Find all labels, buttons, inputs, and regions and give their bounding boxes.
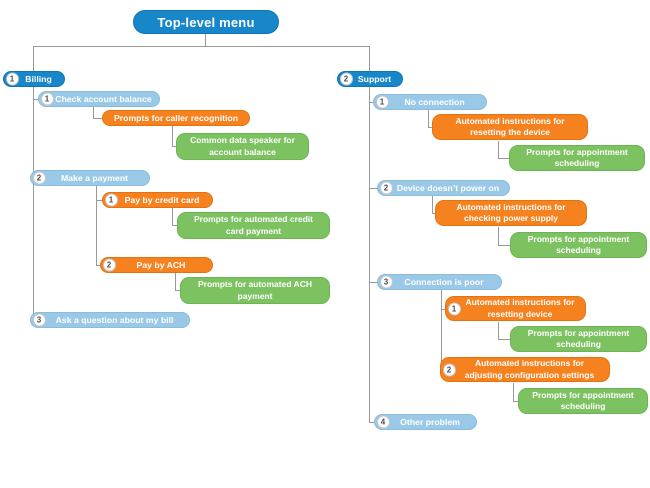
- node-prompts-appointment-2-label: Prompts for appointment scheduling: [527, 233, 630, 255]
- node-auto-adjusting-configuration-label: Automated instructions for adjusting con…: [464, 358, 595, 380]
- node-auto-adjusting-configuration[interactable]: 2 Automated instructions for adjusting c…: [440, 357, 610, 382]
- node-auto-resetting-device-label: Automated instructions for resetting dev…: [465, 297, 575, 319]
- node-prompts-caller-recognition[interactable]: Prompts for caller recognition: [102, 110, 250, 126]
- node-pay-by-credit-card-label: Pay by credit card: [124, 195, 200, 205]
- connector-line: [498, 322, 499, 339]
- connector-line: [369, 87, 370, 422]
- node-auto-resetting-device-badge: 1: [447, 302, 461, 315]
- node-prompts-ach-payment[interactable]: Prompts for automated ACH payment: [180, 277, 330, 304]
- connector-line: [33, 99, 40, 100]
- node-connection-is-poor-label: Connection is poor: [404, 277, 484, 287]
- node-pay-by-ach-label: Pay by ACH: [136, 260, 186, 270]
- node-prompts-appointment-3[interactable]: Prompts for appointment scheduling: [510, 326, 647, 352]
- connector-line: [96, 265, 100, 266]
- node-make-a-payment-badge: 2: [32, 171, 46, 185]
- node-prompts-appointment-4[interactable]: Prompts for appointment scheduling: [518, 388, 648, 414]
- node-pay-by-ach-badge: 2: [102, 258, 116, 272]
- connector-line: [498, 158, 509, 159]
- node-pay-by-credit-card-badge: 1: [104, 193, 118, 207]
- connector-line: [33, 87, 34, 320]
- connector-line: [432, 213, 435, 214]
- connector-line: [498, 339, 510, 340]
- node-prompts-appointment-2[interactable]: Prompts for appointment scheduling: [510, 232, 647, 258]
- connector-line: [172, 225, 177, 226]
- node-pay-by-ach[interactable]: 2 Pay by ACH: [100, 257, 213, 273]
- node-prompts-appointment-3-label: Prompts for appointment scheduling: [527, 327, 630, 349]
- connector-line: [175, 273, 176, 290]
- node-device-doesnt-power-on[interactable]: 2 Device doesn’t power on: [377, 180, 510, 196]
- node-connection-is-poor-badge: 3: [379, 275, 393, 289]
- node-no-connection-badge: 1: [375, 95, 389, 109]
- node-billing-badge: 1: [5, 72, 19, 86]
- node-other-problem-label: Other problem: [400, 417, 460, 427]
- node-connection-is-poor[interactable]: 3 Connection is poor: [377, 274, 502, 290]
- node-pay-by-credit-card[interactable]: 1 Pay by credit card: [102, 192, 213, 208]
- node-auto-resetting-the-device[interactable]: Automated instructions for resetting the…: [432, 114, 588, 140]
- connector-line: [498, 245, 510, 246]
- node-top-level-menu[interactable]: Top-level menu: [133, 10, 279, 34]
- connector-line: [369, 282, 377, 283]
- connector-line: [96, 186, 97, 265]
- connector-line: [369, 46, 370, 71]
- node-billing[interactable]: 1 Billing: [3, 71, 65, 87]
- connector-line: [205, 34, 206, 46]
- connector-line: [93, 118, 102, 119]
- connector-line: [428, 110, 429, 127]
- node-no-connection-label: No connection: [404, 97, 465, 107]
- node-auto-adjusting-configuration-badge: 2: [442, 363, 456, 376]
- node-prompts-credit-card-payment-label: Prompts for automated credit card paymen…: [193, 214, 314, 236]
- connector-line: [441, 309, 445, 310]
- node-auto-checking-power-supply-label: Automated instructions for checking powe…: [456, 201, 566, 223]
- connector-line: [369, 422, 378, 423]
- node-other-problem-badge: 4: [376, 415, 390, 429]
- node-check-account-balance-badge: 1: [40, 92, 54, 106]
- node-check-account-balance-label: Check account balance: [55, 94, 152, 104]
- connector-line: [33, 46, 34, 71]
- node-other-problem[interactable]: 4 Other problem: [374, 414, 477, 430]
- node-check-account-balance[interactable]: 1 Check account balance: [38, 91, 160, 107]
- node-make-a-payment-label: Make a payment: [60, 173, 129, 183]
- connector-line: [172, 208, 173, 225]
- connector-line: [498, 227, 499, 245]
- node-top-level-menu-label: Top-level menu: [157, 14, 255, 30]
- node-prompts-caller-recognition-label: Prompts for caller recognition: [113, 113, 239, 123]
- node-auto-resetting-the-device-label: Automated instructions for resetting the…: [455, 115, 565, 137]
- node-prompts-ach-payment-label: Prompts for automated ACH payment: [198, 279, 312, 301]
- node-ask-question-about-bill[interactable]: 3 Ask a question about my bill: [30, 312, 190, 328]
- node-auto-checking-power-supply[interactable]: Automated instructions for checking powe…: [435, 200, 587, 226]
- connector-line: [175, 290, 180, 291]
- connector-line: [172, 126, 173, 146]
- node-auto-resetting-device[interactable]: 1 Automated instructions for resetting d…: [445, 296, 586, 321]
- node-support-label: Support: [357, 74, 392, 84]
- connector-line: [33, 46, 370, 47]
- node-prompts-appointment-4-label: Prompts for appointment scheduling: [532, 389, 634, 411]
- node-ask-question-about-bill-badge: 3: [32, 313, 46, 327]
- node-support-badge: 2: [339, 72, 353, 86]
- node-no-connection[interactable]: 1 No connection: [373, 94, 487, 110]
- connector-line: [432, 196, 433, 213]
- node-device-doesnt-power-on-label: Device doesn’t power on: [396, 183, 500, 193]
- connector-line: [96, 200, 102, 201]
- connector-line: [498, 141, 499, 158]
- node-prompts-appointment-1-label: Prompts for appointment scheduling: [526, 146, 628, 168]
- connector-line: [369, 102, 374, 103]
- node-common-data-speaker-label: Common data speaker for account balance: [190, 135, 295, 157]
- connector-line: [172, 146, 177, 147]
- node-billing-label: Billing: [25, 74, 52, 84]
- node-common-data-speaker[interactable]: Common data speaker for account balance: [176, 133, 309, 160]
- node-prompts-appointment-1[interactable]: Prompts for appointment scheduling: [509, 145, 645, 171]
- connector-line: [369, 188, 377, 189]
- connector-line: [513, 401, 518, 402]
- connector-line: [93, 107, 94, 118]
- node-device-doesnt-power-on-badge: 2: [379, 181, 393, 195]
- connector-line: [441, 290, 442, 370]
- connector-line: [428, 127, 432, 128]
- node-prompts-credit-card-payment[interactable]: Prompts for automated credit card paymen…: [177, 212, 330, 239]
- node-ask-question-about-bill-label: Ask a question about my bill: [55, 315, 174, 325]
- node-support[interactable]: 2 Support: [337, 71, 403, 87]
- node-make-a-payment[interactable]: 2 Make a payment: [30, 170, 150, 186]
- connector-line: [513, 383, 514, 401]
